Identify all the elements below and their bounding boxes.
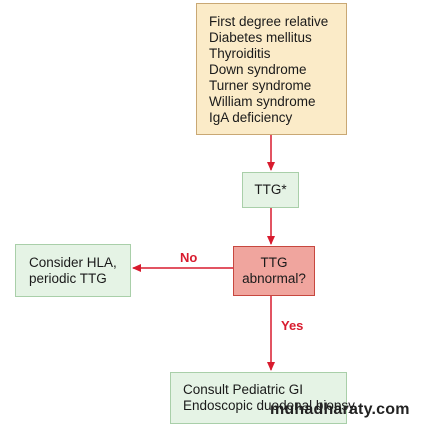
hla-line-2: periodic TTG [29, 271, 107, 286]
yes-edge-label: Yes [281, 318, 304, 333]
decision-line-1: TTG [260, 255, 288, 270]
hla-line-1: Consider HLA, [29, 255, 117, 270]
risk-factor-item: Down syndrome [209, 62, 307, 77]
risk-factor-list: First degree relative Diabetes mellitus … [209, 14, 346, 126]
ttg-abnormal-decision: TTG abnormal? [233, 246, 315, 296]
risk-factors-box: First degree relative Diabetes mellitus … [196, 3, 347, 135]
risk-factor-item: Diabetes mellitus [209, 30, 312, 45]
consult-line-2: Endoscopic duodenal biopsy [183, 398, 355, 413]
consult-line-1: Consult Pediatric GI [183, 382, 304, 397]
consult-gi-node: Consult Pediatric GI Endoscopic duodenal… [170, 372, 355, 424]
risk-factor-item: IgA deficiency [209, 110, 293, 125]
decision-line-2: abnormal? [242, 271, 306, 286]
watermark-text: muhadharaty.com [270, 401, 410, 418]
consider-hla-node: Consider HLA, periodic TTG [15, 244, 131, 297]
no-edge-label: No [180, 250, 198, 265]
risk-factor-item: Turner syndrome [209, 78, 312, 93]
ttg-test-node: TTG* [242, 172, 299, 208]
risk-factor-item: First degree relative [209, 14, 329, 29]
ttg-test-label: TTG* [254, 182, 287, 197]
risk-factor-item: Thyroiditis [209, 46, 271, 61]
risk-factor-item: William syndrome [209, 94, 316, 109]
